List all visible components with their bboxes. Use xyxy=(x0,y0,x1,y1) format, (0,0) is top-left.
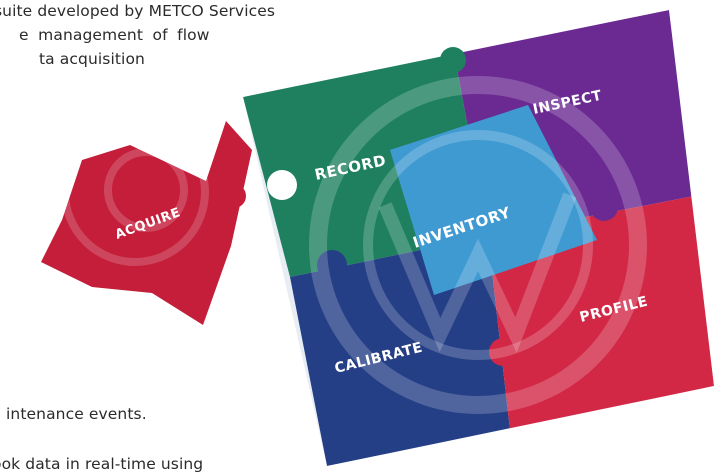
body-text-line: e management of flow xyxy=(19,26,210,44)
calibrate-piece-tab xyxy=(317,250,347,280)
record-piece-tab xyxy=(440,47,466,73)
acquire-watermark xyxy=(61,118,209,266)
board-watermark xyxy=(309,76,647,414)
board-quadrants xyxy=(243,10,714,466)
body-text-line: ta acquisition xyxy=(39,50,145,68)
acquire-piece-body xyxy=(41,121,252,325)
inspect-piece-tab xyxy=(590,193,618,221)
body-text-line: suite developed by METCO Services xyxy=(0,2,276,20)
inventory-piece-body xyxy=(390,105,597,295)
calibrate-piece-body xyxy=(290,236,510,466)
acquire-piece-tab xyxy=(222,184,246,208)
body-text-line: intenance events. xyxy=(6,405,147,423)
record-piece-notch xyxy=(267,170,297,200)
puzzle-board: RECORD INSPECT INVENTORY CALIBRATE PROFI… xyxy=(243,10,714,466)
profile-piece-tab xyxy=(489,338,517,366)
body-text-line: ook data in real-time using xyxy=(0,455,204,473)
puzzle-piece-acquire: ACQUIRE xyxy=(41,118,252,325)
